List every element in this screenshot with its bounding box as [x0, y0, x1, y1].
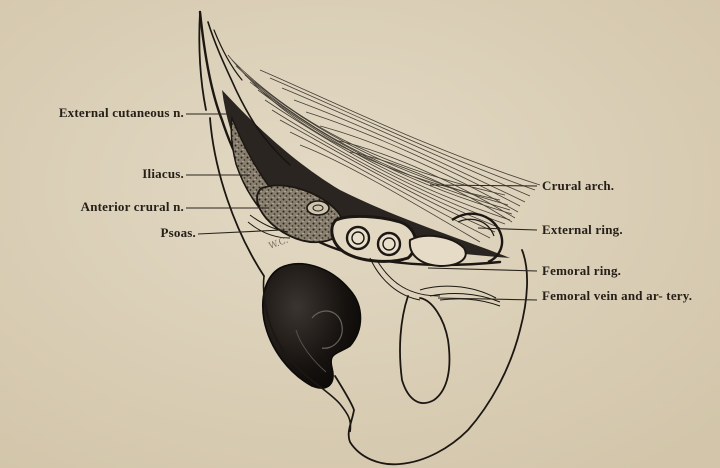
label-crural-arch: Crural arch. [542, 179, 614, 193]
label-femoral-ring: Femoral ring. [542, 264, 621, 278]
label-anterior-crural-nerve: Anterior crural n. [8, 200, 184, 214]
label-psoas: Psoas. [8, 226, 196, 240]
label-femoral-vein-and-artery: Femoral vein and ar- tery. [542, 289, 718, 302]
label-external-cutaneous-nerve: External cutaneous n. [8, 106, 184, 120]
label-external-ring: External ring. [542, 223, 623, 237]
label-iliacus: Iliacus. [8, 167, 184, 181]
anterior-crural-nerve [307, 201, 329, 215]
femoral-artery [347, 227, 369, 249]
femoral-vein [378, 233, 400, 255]
